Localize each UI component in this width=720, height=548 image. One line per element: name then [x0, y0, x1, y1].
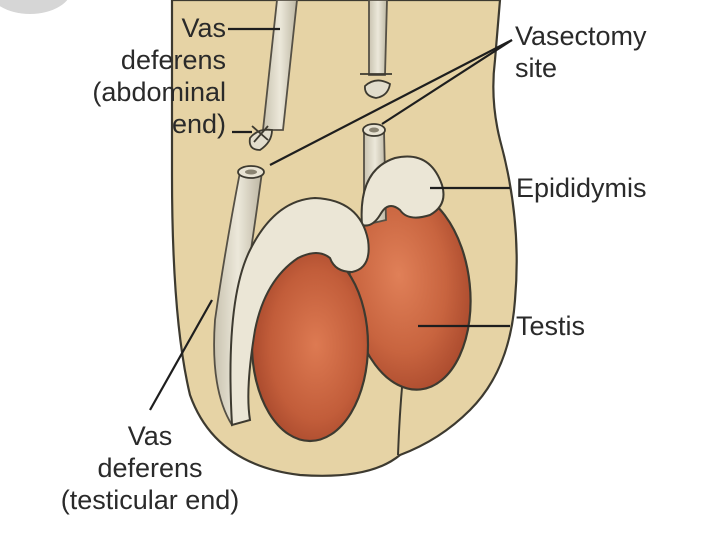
vas-left-upper-knot	[251, 125, 269, 143]
corner-shadow	[0, 0, 68, 14]
label-vas-testicular-line-3: (testicular end)	[60, 485, 240, 515]
leader-vasectomy-site-1	[269, 39, 513, 166]
label-vas-abdominal-line-1: Vas	[181, 13, 226, 43]
vas-right-upper-tie	[364, 79, 391, 99]
epididymis-left	[229, 196, 370, 427]
vas-left-upper	[261, 0, 298, 131]
vas-left-upper-tie	[248, 128, 273, 151]
label-vas-abdominal-line-4: end)	[171, 109, 226, 139]
label-vasectomy-site: Vasectomy site	[515, 20, 647, 84]
leader-vasectomy-site-2	[381, 39, 513, 125]
label-vas-abdominal-line-3: (abdominal	[92, 77, 226, 107]
epididymis-right	[360, 155, 445, 227]
label-epididymis: Epididymis	[516, 173, 647, 203]
label-vas-testicular-line-2: deferens	[97, 453, 203, 483]
label-vas-deferens-testicular: Vas deferens (testicular end)	[20, 420, 280, 516]
vas-right-upper	[368, 0, 388, 76]
label-vasectomy-line-1: Vasectomy	[515, 21, 647, 51]
leader-lines	[149, 27, 513, 411]
label-vasectomy-line-2: site	[515, 53, 558, 83]
label-testis: Testis	[516, 311, 586, 341]
leader-vas-testicular	[149, 299, 213, 411]
vas-left-lower-lumen	[245, 169, 257, 175]
vas-right-lower-lumen	[369, 127, 379, 133]
label-vas-testicular-line-1: Vas	[127, 421, 173, 451]
label-vas-abdominal-line-2: deferens	[120, 45, 226, 75]
label-vas-deferens-abdominal: Vas deferens (abdominal end)	[30, 12, 226, 140]
